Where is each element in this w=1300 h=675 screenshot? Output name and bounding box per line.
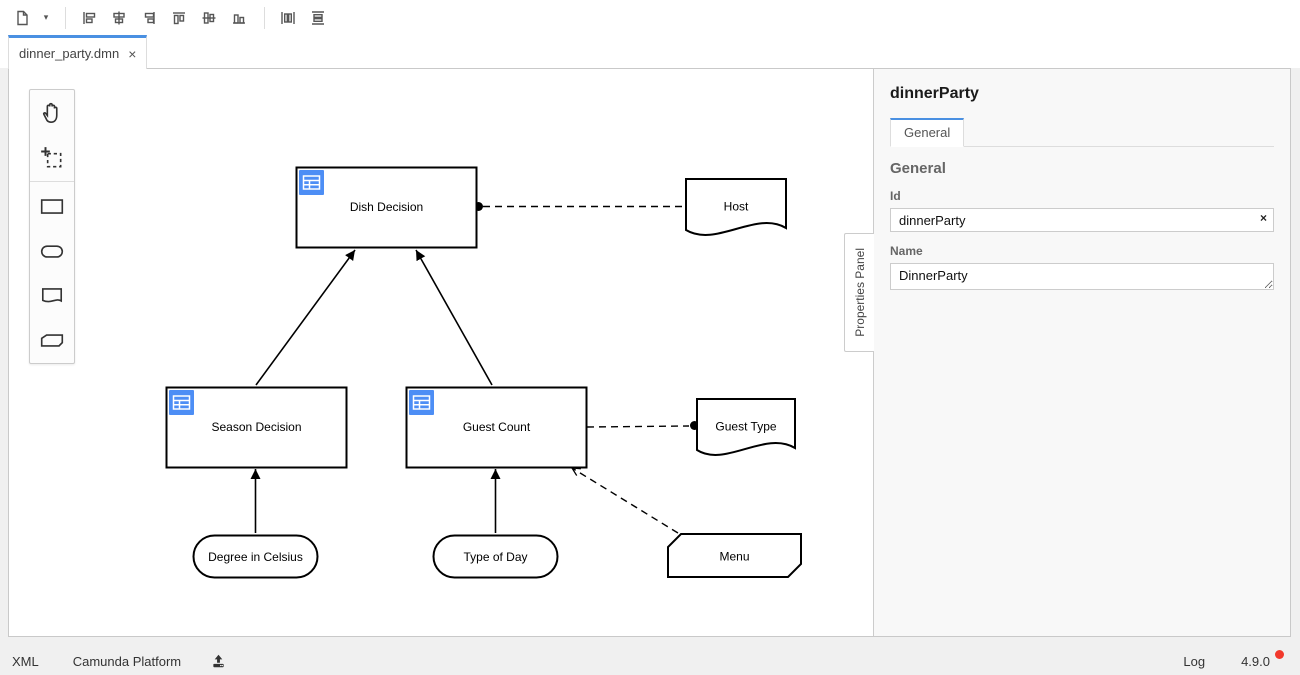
- lasso-tool-icon: [41, 146, 62, 167]
- log-button[interactable]: Log: [1183, 654, 1206, 669]
- create-decision-tool[interactable]: [30, 183, 74, 228]
- edge-menu-to-guestcount[interactable]: [570, 467, 679, 534]
- edge-guestcount-to-dish[interactable]: [415, 249, 493, 386]
- create-input-data-tool[interactable]: [30, 228, 74, 273]
- hand-tool-icon: [42, 102, 58, 123]
- status-bar: XML Camunda Platform Log 4.9.0: [0, 648, 1300, 675]
- distribute-horizontally-icon: [281, 11, 295, 24]
- dropdown-caret-icon: ▾: [43, 12, 49, 22]
- status-bar-right: Log 4.9.0: [1183, 650, 1284, 669]
- align-top-button[interactable]: [165, 4, 193, 32]
- create-business-knowledge-model-tool[interactable]: [30, 318, 74, 363]
- node-label: Guest Type: [715, 420, 776, 434]
- properties-panel-toggle[interactable]: Properties Panel: [844, 233, 874, 352]
- decision-table-badge-glyph: [172, 395, 191, 410]
- main-toolbar: ▾: [0, 0, 1300, 35]
- node-label: Type of Day: [463, 550, 527, 564]
- version-label: 4.9.0: [1241, 654, 1270, 669]
- update-indicator-dot: [1275, 650, 1284, 659]
- align-horizontal-center-icon: [202, 11, 216, 24]
- node-label: Menu: [719, 550, 749, 564]
- edge-season-to-dish[interactable]: [255, 249, 356, 386]
- properties-panel-toggle-label: Properties Panel: [852, 248, 867, 337]
- hand-tool[interactable]: [30, 90, 74, 135]
- align-right-button[interactable]: [135, 4, 163, 32]
- new-file-caret-button[interactable]: ▾: [38, 4, 54, 32]
- align-vertical-center-icon: [113, 11, 125, 24]
- id-field-label: Id: [890, 189, 901, 203]
- clear-id-icon[interactable]: ×: [1259, 211, 1267, 225]
- node-dish-decision[interactable]: Dish Decision: [295, 166, 478, 249]
- properties-panel: dinnerParty General General Id × Name Di…: [873, 69, 1290, 636]
- editor-container: Dish Decision Season Decision: [8, 68, 1291, 637]
- id-input[interactable]: [890, 208, 1274, 232]
- node-type-of-day[interactable]: Type of Day: [432, 534, 559, 579]
- distribute-horizontally-button[interactable]: [274, 4, 302, 32]
- node-guest-type[interactable]: Guest Type: [696, 398, 796, 456]
- decision-table-badge-glyph: [412, 395, 431, 410]
- node-label: Degree in Celsius: [208, 550, 303, 564]
- node-degree-in-celsius[interactable]: Degree in Celsius: [192, 534, 319, 579]
- align-left-icon: [83, 11, 96, 24]
- node-menu[interactable]: Menu: [667, 533, 802, 578]
- decision-table-badge-glyph: [302, 175, 321, 190]
- platform-selector[interactable]: Camunda Platform: [72, 654, 182, 669]
- palette-separator: [30, 181, 74, 182]
- distribute-vertically-button[interactable]: [304, 4, 332, 32]
- document-tab-strip: dinner_party.dmn ×: [0, 35, 1300, 69]
- align-top-icon: [173, 11, 185, 24]
- node-label: Season Decision: [211, 420, 301, 434]
- business-knowledge-model-shape-icon: [40, 333, 64, 347]
- name-textarea[interactable]: DinnerParty: [890, 263, 1274, 290]
- properties-content: General Id × Name DinnerParty: [874, 147, 1290, 308]
- node-host[interactable]: Host: [685, 178, 787, 236]
- tab-dinner-party-dmn[interactable]: dinner_party.dmn ×: [8, 35, 148, 69]
- align-bottom-button[interactable]: [225, 4, 253, 32]
- align-right-icon: [144, 11, 155, 24]
- lasso-tool[interactable]: [30, 135, 74, 180]
- deploy-button[interactable]: [209, 652, 228, 671]
- toolbar-separator: [65, 6, 66, 29]
- tab-label: dinner_party.dmn: [19, 46, 120, 61]
- version-button[interactable]: 4.9.0: [1241, 650, 1284, 669]
- node-guest-count[interactable]: Guest Count: [405, 386, 588, 469]
- distribute-vertically-icon: [312, 10, 324, 25]
- node-label: Guest Count: [463, 420, 531, 434]
- align-bottom-icon: [233, 13, 245, 24]
- align-vertical-center-button[interactable]: [105, 4, 133, 32]
- tab-general[interactable]: General: [890, 118, 965, 147]
- shape-palette: [29, 89, 75, 364]
- properties-title: dinnerParty: [890, 85, 979, 102]
- node-season-decision[interactable]: Season Decision: [165, 386, 348, 469]
- tab-close-icon[interactable]: ×: [128, 45, 137, 62]
- properties-tabs: General: [890, 117, 1274, 147]
- dmn-canvas[interactable]: Dish Decision Season Decision: [9, 69, 873, 636]
- create-knowledge-source-tool[interactable]: [30, 273, 74, 318]
- toolbar-separator: [264, 6, 265, 29]
- xml-view-button[interactable]: XML: [12, 654, 39, 669]
- input-data-shape-icon: [40, 244, 64, 258]
- name-field-label: Name: [890, 244, 923, 258]
- id-field-wrap: ×: [890, 208, 1274, 232]
- decision-shape-icon: [40, 198, 64, 214]
- align-horizontal-center-button[interactable]: [195, 4, 223, 32]
- node-label: Dish Decision: [350, 200, 423, 214]
- section-title-general: General: [890, 160, 946, 177]
- deploy-icon: [213, 654, 224, 668]
- edge-guestcount-to-guesttype[interactable]: [586, 425, 690, 428]
- new-file-icon: [17, 10, 28, 25]
- align-left-button[interactable]: [75, 4, 103, 32]
- knowledge-source-shape-icon: [41, 287, 63, 302]
- properties-panel-header: dinnerParty General: [874, 69, 1290, 147]
- dmn-diagram: Dish Decision Season Decision: [165, 166, 802, 579]
- new-file-button[interactable]: [8, 4, 36, 32]
- node-label: Host: [724, 200, 749, 214]
